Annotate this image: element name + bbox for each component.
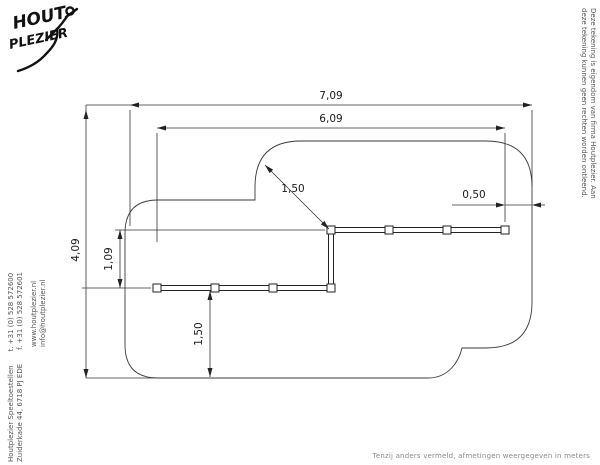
dim-beam-offset: 1,09 [82, 229, 325, 289]
dim-label-overall-width: 7,09 [319, 90, 342, 102]
dim-label-beams-width: 6,09 [319, 113, 342, 125]
dim-overall-height: 4,09 [70, 105, 156, 379]
dim-label-bottom-clearance: 1,50 [193, 322, 205, 345]
beam-joint-posts [152, 225, 510, 293]
balance-beam-lower [157, 285, 331, 291]
safety-zone-outline [124, 140, 533, 379]
logo-climber-icon [16, 6, 79, 73]
balance-beam-connector [328, 230, 334, 288]
dim-label-corner-clearance: 1,50 [281, 183, 304, 195]
dim-corner-clearance: 1,50 [264, 164, 330, 230]
dim-bottom-clearance: 1,50 [193, 290, 213, 377]
dim-beams-width: 6,09 [156, 113, 506, 242]
balance-beam-upper [331, 227, 505, 233]
dim-overall-width: 7,09 [86, 90, 533, 226]
dim-right-clearance: 0,50 [452, 189, 545, 208]
houtplezier-logo: HOUT PLEZIER [8, 3, 79, 73]
units-note: Tenzij anders vermeld, afmetingen weerge… [372, 452, 590, 460]
dim-label-overall-height: 4,09 [70, 238, 82, 261]
dim-label-beam-offset: 1,09 [103, 247, 115, 270]
dim-label-right-clearance: 0,50 [462, 189, 485, 201]
